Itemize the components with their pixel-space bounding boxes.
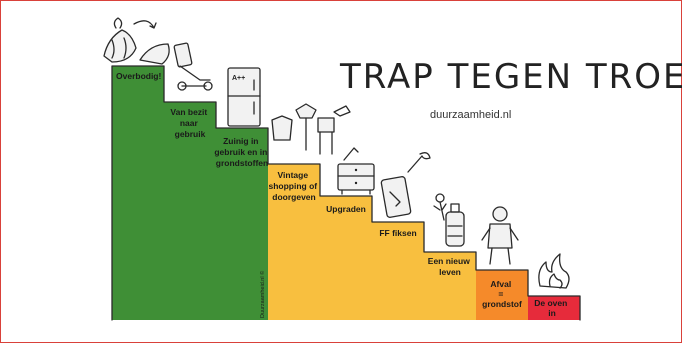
step-label-4: Vintage shopping of doorgeven (268, 170, 319, 202)
step-block-4 (268, 164, 320, 320)
step-block-6 (372, 222, 424, 320)
svg-text:A++: A++ (232, 75, 245, 82)
bottle-flower-icon (433, 193, 465, 247)
credit-text: Duurzaamheid.nl © (259, 271, 266, 318)
furniture-icon (271, 103, 351, 155)
step-label-8: Afval = grondstof (482, 279, 522, 309)
step-label-2: Van bezit naar gebruik (170, 107, 209, 139)
fridge-icon: A++ (227, 67, 261, 127)
bananas-icon (103, 17, 170, 65)
step-labels: Overbodig! Van bezit naar gebruik Zuinig… (116, 71, 569, 318)
step-block-7 (424, 252, 476, 320)
step-label-6: FF fiksen (379, 228, 416, 238)
step-label-9: De oven in (534, 298, 569, 318)
step-block-1 (112, 66, 164, 320)
step-block-9 (528, 296, 580, 320)
diagram-subtitle: duurzaamheid.nl (430, 109, 511, 121)
step-label-1: Overbodig! (116, 71, 162, 81)
step-block-5 (320, 196, 372, 320)
step-label-7: Een nieuw leven (428, 256, 472, 277)
staircase-outline (111, 65, 581, 321)
step-block-8 (476, 270, 528, 320)
step-block-3 (216, 128, 268, 320)
scooter-phone-icon (173, 42, 213, 91)
step-label-3: Zuinig in gebruik en in grondstoffen (214, 136, 269, 168)
worker-icon (481, 206, 519, 265)
staircase (111, 65, 581, 321)
diagram-title: TRAP TEGEN TROEP (339, 57, 682, 97)
dresser-icon (337, 147, 375, 195)
phone-repair-icon (380, 152, 431, 218)
step-label-5: Upgraden (326, 204, 366, 214)
step-block-2 (164, 102, 216, 320)
fire-icon (538, 253, 570, 289)
